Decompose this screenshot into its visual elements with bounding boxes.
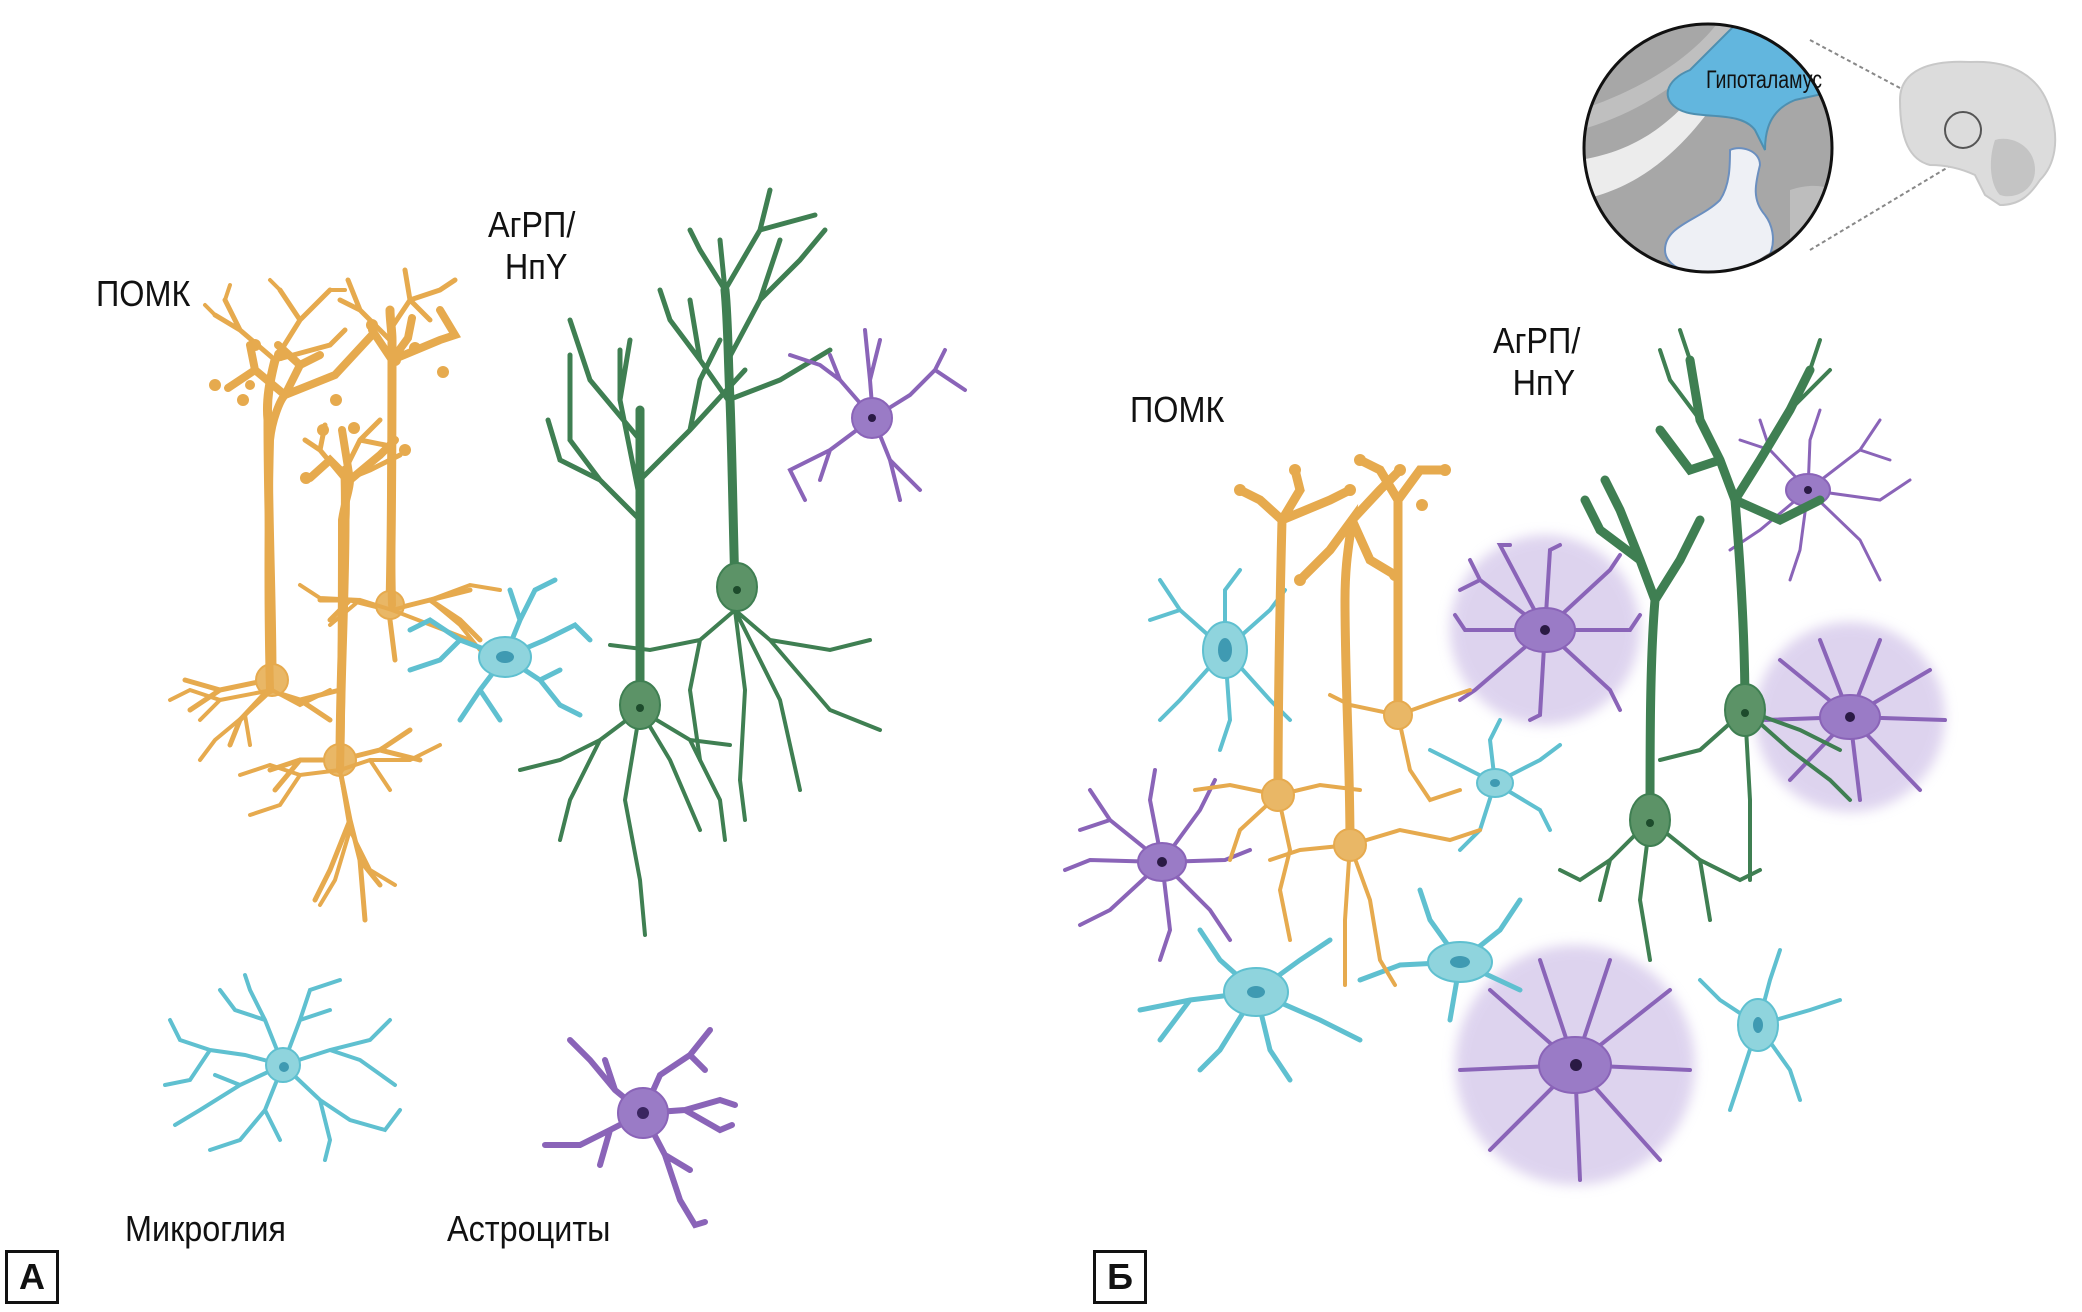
hypothalamus-inset xyxy=(1582,22,2057,274)
astrocyte-resting xyxy=(542,1027,738,1229)
inset-circle-border xyxy=(1582,22,1834,274)
microglia-activated xyxy=(1428,718,1562,852)
label-hypothalamus: Гипоталамус xyxy=(1706,66,1823,94)
label-pomc-a: ПОМК xyxy=(96,273,191,314)
panel-b xyxy=(1063,328,1947,1185)
brain-sagittal-icon xyxy=(1898,60,2057,207)
microglia-activated xyxy=(1148,568,1292,752)
astrocyte-reactive xyxy=(1455,945,1695,1185)
label-agrp-a-line2: НпY xyxy=(504,246,568,287)
microglia-resting xyxy=(163,973,402,1162)
astrocyte-resting-top xyxy=(787,328,967,502)
pomc-neuron-group-a xyxy=(168,267,502,923)
label-astrocytes: Астроциты xyxy=(447,1208,611,1249)
label-agrp-b: АгРП/ НпY xyxy=(1493,320,1580,404)
microglia-activated xyxy=(1698,948,1842,1112)
agrp-neuron-group-a xyxy=(518,187,882,937)
microglia-small-a xyxy=(407,577,593,723)
astrocyte-branched xyxy=(1728,408,1912,582)
label-agrp-a: АгРП/ НпY xyxy=(488,204,575,288)
pomc-neuron-group-b xyxy=(1193,454,1482,987)
agrp-neuron-group-b xyxy=(1558,328,1852,962)
panel-tag-b: Б xyxy=(1093,1250,1147,1304)
astrocyte-reactive xyxy=(1755,622,1947,812)
astrocyte-reactive xyxy=(1450,535,1642,725)
label-agrp-a-line1: АгРП/ xyxy=(488,204,576,245)
label-agrp-b-line1: АгРП/ xyxy=(1493,320,1581,361)
inset-projection-line xyxy=(1809,159,1961,251)
astrocyte-branched xyxy=(1063,768,1252,962)
microglia-activated xyxy=(1137,927,1363,1083)
panel-a xyxy=(163,187,967,1229)
label-agrp-b-line2: НпY xyxy=(1512,362,1576,403)
microglia-activated xyxy=(1357,887,1523,1023)
panel-tag-a: А xyxy=(5,1250,59,1304)
agrp-neuron xyxy=(518,317,748,937)
label-pomc-b: ПОМК xyxy=(1130,389,1225,430)
label-microglia: Микроглия xyxy=(125,1208,286,1249)
agrp-neuron xyxy=(608,187,882,822)
